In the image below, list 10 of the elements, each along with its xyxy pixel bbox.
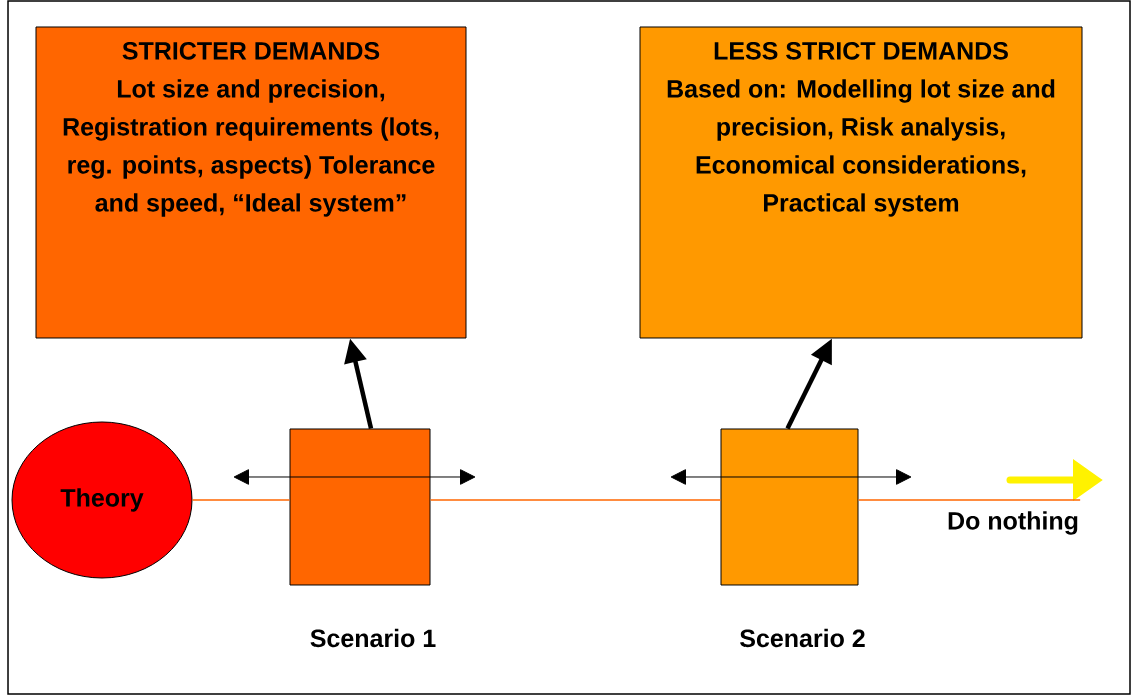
scenario-label: Scenario 2 [740,628,865,648]
scenario-box [720,428,859,586]
scenario-label: Scenario 1 [310,628,436,648]
demand-box: STRICTER DEMANDS Lot size and precision, Registration requirements (lots, reg. points, aspects) Tolerance and speed, “Ideal system” [35,26,467,339]
end-label: Do nothing [948,511,1078,535]
timeline-line [429,499,722,501]
timeline-line [857,499,1081,501]
demand-box: LESS STRICT DEMANDS Based on: Modelling lot size and precision, Risk analysis, Economical considerations, Practical system [639,26,1083,339]
scenario-box [289,428,431,586]
timeline-line [191,499,291,501]
